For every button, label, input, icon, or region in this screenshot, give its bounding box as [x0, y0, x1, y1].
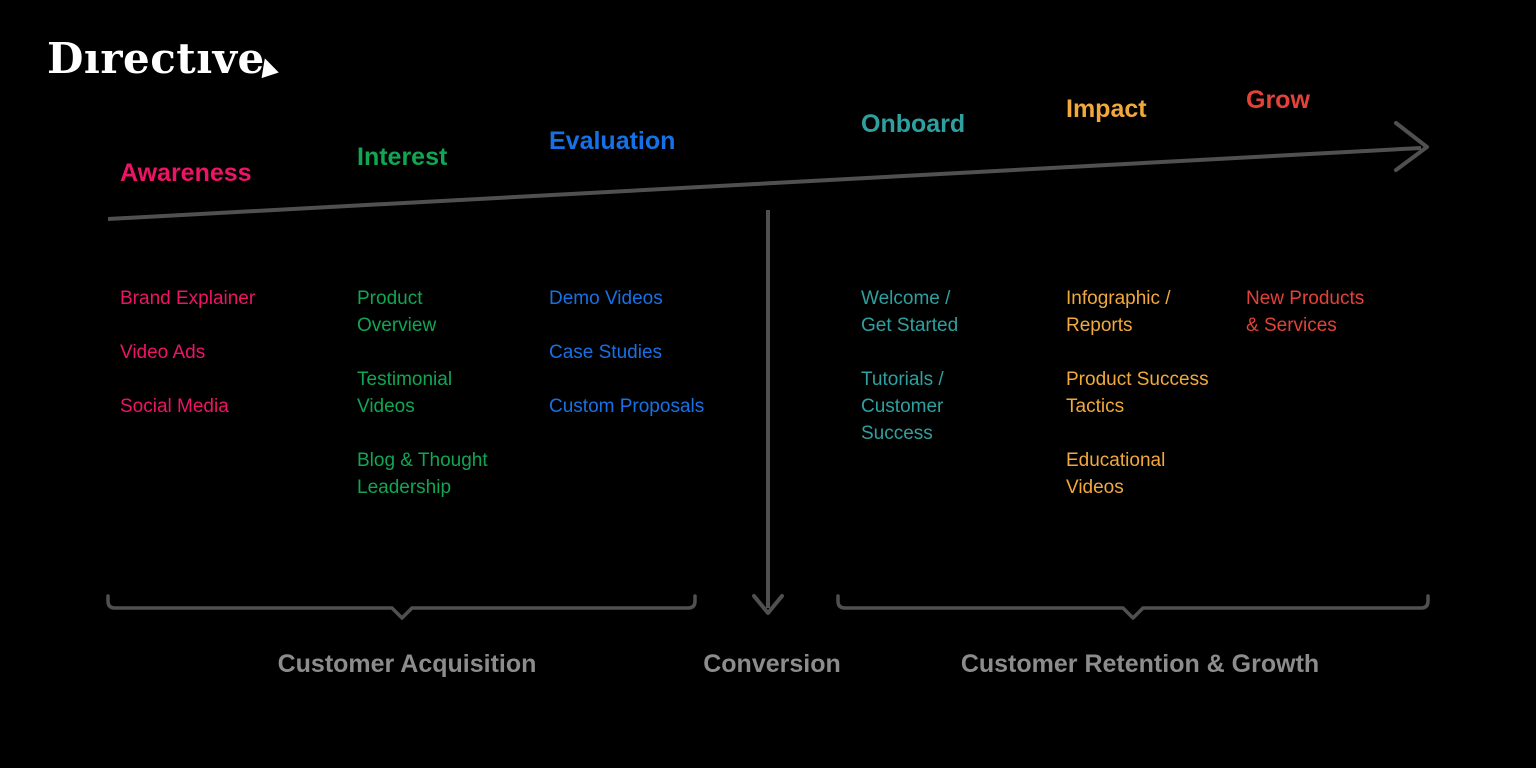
stage-item: Testimonial Videos	[357, 369, 453, 417]
stage-item: Infographic / Reports	[1066, 288, 1171, 336]
phase-label-customer-acquisition: Customer Acquisition	[277, 650, 537, 678]
stage-item: Video Ads	[120, 342, 206, 363]
brand-logo-text: Dırectıve	[47, 34, 265, 83]
stage-item: Tutorials / Customer Success	[861, 369, 944, 444]
stage-items-grow: New Products & Services	[1246, 285, 1364, 366]
stage-label-awareness: Awareness	[120, 159, 252, 187]
phase-label-customer-retention-growth: Customer Retention & Growth	[960, 650, 1320, 678]
stage-label-evaluation: Evaluation	[549, 127, 676, 155]
brand-logo: Dırectıve	[47, 36, 282, 82]
stage-item: Product Success Tactics	[1066, 369, 1209, 417]
stage-item: Social Media	[120, 396, 229, 417]
growth-timeline-arrowhead-icon	[1394, 121, 1429, 172]
stage-item: Custom Proposals	[549, 396, 705, 417]
acquisition-bracket	[106, 594, 697, 620]
stage-item: Demo Videos	[549, 288, 663, 309]
stage-label-grow: Grow	[1246, 86, 1310, 114]
stage-item: Brand Explainer	[120, 288, 256, 309]
stage-item: Product Overview	[357, 288, 437, 336]
stage-item: Blog & Thought Leadership	[357, 450, 488, 498]
stage-label-impact: Impact	[1066, 95, 1147, 123]
stage-item: Welcome / Get Started	[861, 288, 959, 336]
stage-label-onboard: Onboard	[861, 110, 966, 138]
stage-label-interest: Interest	[357, 143, 448, 171]
stage-item: Case Studies	[549, 342, 663, 363]
phase-label-conversion: Conversion	[703, 650, 841, 678]
stage-item: Educational Videos	[1066, 450, 1166, 498]
conversion-arrowhead-icon	[752, 594, 784, 615]
stage-item: New Products & Services	[1246, 288, 1365, 336]
growth-timeline-arrow-line	[107, 146, 1422, 221]
retention-bracket	[836, 594, 1430, 620]
